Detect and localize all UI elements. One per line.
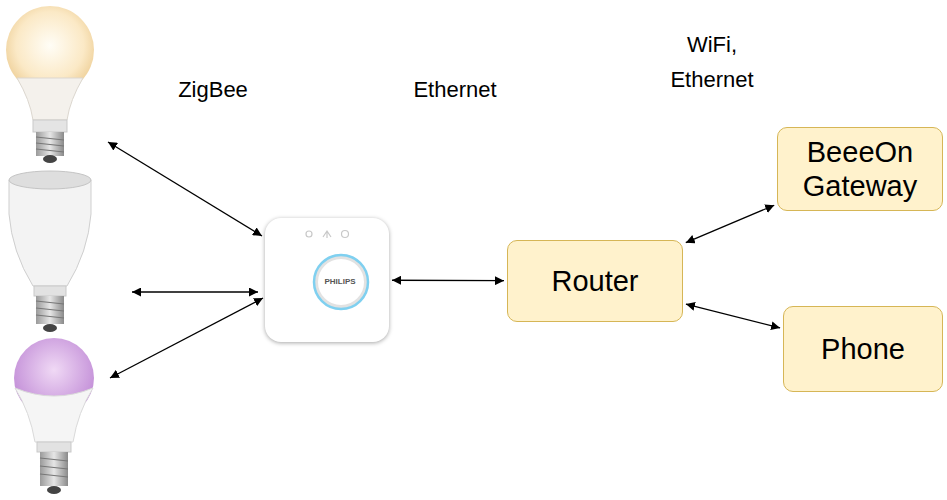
bulb-color [14, 338, 94, 494]
brand-logo: PHILIPS [324, 277, 355, 287]
device-box: BeeeOn Gateway [777, 127, 943, 211]
link-label: Ethernet [385, 72, 525, 107]
device-box: Phone [783, 306, 943, 392]
link-label: ZigBee [153, 72, 273, 107]
hub-device: PHILIPS [265, 218, 389, 342]
device-name: BeeeOn Gateway [786, 135, 934, 203]
link-label: WiFi, Ethernet [662, 27, 762, 97]
link-arrow [686, 304, 780, 328]
bulb-warm [6, 6, 94, 163]
device-name: Phone [821, 332, 905, 366]
zigbee-arrow [108, 142, 263, 378]
bulb-spot [9, 171, 91, 332]
device-box: Router [507, 240, 683, 322]
device-name: Router [551, 264, 638, 298]
link-arrow [686, 205, 774, 242]
link-arrow [392, 280, 504, 282]
